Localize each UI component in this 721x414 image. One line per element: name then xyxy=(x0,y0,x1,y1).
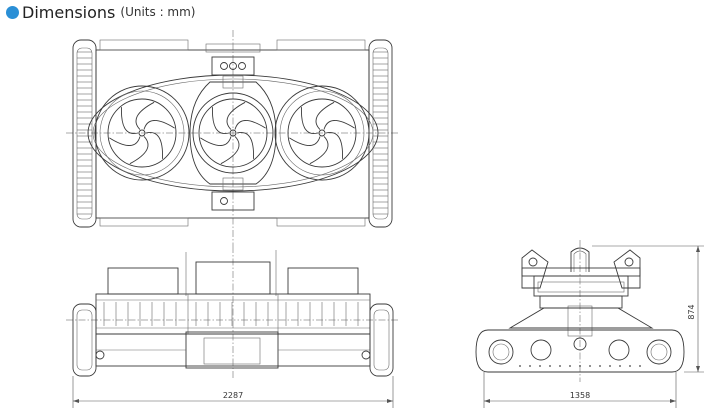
section-heading: Dimensions (Units : mm) xyxy=(6,1,195,23)
fan-left-icon xyxy=(94,85,190,181)
right-track-top xyxy=(368,39,393,228)
width-dimension-label: 2287 xyxy=(223,391,243,400)
bullet-dot-icon xyxy=(6,5,19,19)
fan-center-icon xyxy=(192,92,274,174)
left-track-top xyxy=(72,39,97,228)
depth-dimension: 1358 xyxy=(483,372,677,408)
front-view xyxy=(66,246,398,380)
top-view xyxy=(66,30,398,246)
units-label: (Units : mm) xyxy=(120,5,196,19)
width-dimension: 2287 xyxy=(72,376,394,408)
depth-dimension-label: 1358 xyxy=(570,391,590,400)
section-title: Dimensions xyxy=(22,2,116,22)
fan-right-icon xyxy=(274,85,370,181)
side-view xyxy=(475,240,685,382)
height-dimension-label: 874 xyxy=(687,304,696,319)
height-dimension: 874 xyxy=(592,245,704,373)
